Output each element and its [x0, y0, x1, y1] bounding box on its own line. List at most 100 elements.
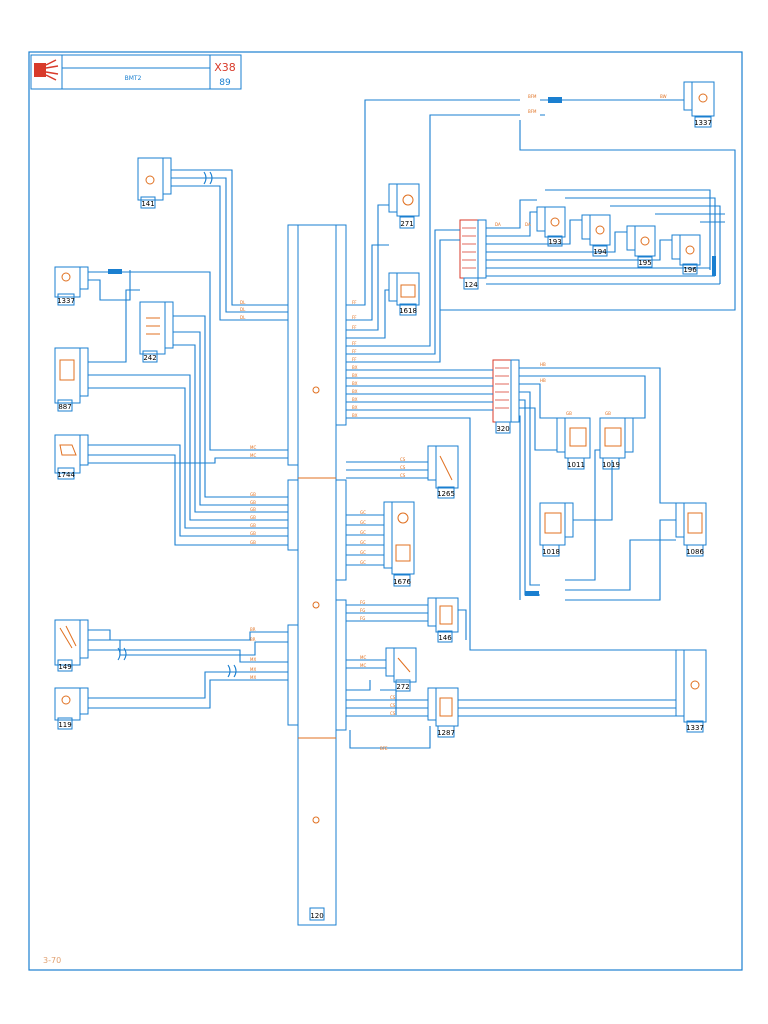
label-124: 124 [464, 281, 478, 289]
svg-text:GC: GC [360, 510, 366, 515]
label-1018: 1018 [542, 548, 560, 556]
label-271: 271 [400, 220, 413, 228]
svg-text:CS: CS [390, 703, 396, 708]
svg-text:BX: BX [352, 373, 358, 378]
svg-text:BFM: BFM [528, 94, 537, 99]
label-194: 194 [593, 248, 607, 256]
component-195 [626, 225, 656, 268]
label-1618: 1618 [399, 307, 417, 315]
label-1019: 1019 [602, 461, 620, 469]
component-272 [385, 647, 417, 692]
svg-text:MC: MC [250, 453, 256, 458]
svg-text:DL: DL [240, 315, 246, 320]
label-1744: 1744 [57, 471, 75, 479]
sheet-frame [28, 51, 743, 971]
label-1011: 1011 [567, 461, 585, 469]
svg-text:DL: DL [240, 300, 246, 305]
component-119 [54, 687, 89, 730]
component-146 [427, 597, 459, 643]
svg-text:BR: BR [250, 637, 256, 642]
component-1618 [388, 272, 420, 316]
label-320: 320 [496, 425, 509, 433]
svg-text:HB: HB [540, 362, 546, 367]
svg-text:GB: GB [250, 492, 256, 497]
page-number: 3-70 [43, 956, 61, 965]
label-193: 193 [548, 238, 561, 246]
component-1744 [54, 434, 89, 480]
svg-text:GC: GC [360, 520, 366, 525]
title-block: BMT2 X38 89 [30, 54, 242, 90]
component-1011 [556, 417, 591, 470]
label-119: 119 [58, 721, 71, 729]
svg-text:GC: GC [360, 530, 366, 535]
svg-text:FF: FF [352, 300, 357, 305]
component-242 [139, 301, 174, 363]
component-1287 [427, 687, 459, 738]
label-195: 195 [638, 259, 651, 267]
svg-text:FF: FF [352, 325, 357, 330]
component-1019 [599, 417, 634, 470]
svg-text:GB: GB [250, 507, 256, 512]
svg-text:MC: MC [360, 663, 366, 668]
component-887 [54, 347, 89, 412]
svg-text:GB: GB [250, 500, 256, 505]
label-1086: 1086 [686, 548, 704, 556]
svg-text:GC: GC [360, 540, 366, 545]
svg-text:BR: BR [250, 627, 256, 632]
label-1337-right: 1337 [686, 724, 704, 732]
svg-text:GB: GB [250, 531, 256, 536]
component-194 [581, 214, 611, 257]
label-1287: 1287 [437, 729, 455, 737]
svg-text:GB: GB [250, 540, 256, 545]
title-code: X38 [214, 61, 236, 74]
label-272: 272 [396, 683, 409, 691]
svg-text:CS: CS [390, 695, 396, 700]
component-1337-top [683, 81, 715, 128]
svg-text:FF: FF [352, 315, 357, 320]
central-unit-120 [287, 224, 347, 926]
svg-text:GB: GB [250, 523, 256, 528]
svg-text:BX: BX [352, 365, 358, 370]
label-149: 149 [58, 663, 71, 671]
connector-124 [459, 219, 487, 290]
svg-text:MC: MC [360, 655, 366, 660]
svg-text:MX: MX [250, 675, 256, 680]
label-1265: 1265 [437, 490, 455, 498]
svg-text:BX: BX [352, 381, 358, 386]
svg-text:FF: FF [352, 357, 357, 362]
label-120: 120 [310, 912, 323, 920]
svg-text:FF: FF [352, 341, 357, 346]
component-1337-left [54, 266, 89, 306]
component-141 [137, 157, 172, 209]
label-1337-top: 1337 [694, 119, 712, 127]
component-196 [671, 234, 701, 275]
label-887: 887 [58, 403, 71, 411]
label-196: 196 [683, 266, 697, 274]
svg-text:CS: CS [400, 473, 406, 478]
label-1337-left: 1337 [57, 297, 75, 305]
label-141: 141 [141, 200, 154, 208]
label-1676: 1676 [393, 578, 411, 586]
svg-text:DL: DL [240, 307, 246, 312]
svg-text:CS: CS [400, 457, 406, 462]
component-149 [54, 619, 89, 672]
component-1265 [427, 445, 459, 499]
title-sheet: 89 [219, 78, 231, 88]
svg-text:BX: BX [352, 389, 358, 394]
label-146: 146 [438, 634, 452, 642]
component-271 [388, 183, 420, 229]
component-1337-right [675, 649, 707, 733]
svg-text:DA: DA [525, 222, 531, 227]
connector-320 [492, 359, 520, 434]
svg-text:BX: BX [352, 405, 358, 410]
svg-text:GB: GB [250, 515, 256, 520]
svg-text:MX: MX [250, 667, 256, 672]
svg-text:MC: MC [250, 445, 256, 450]
svg-text:GB: GB [605, 411, 611, 416]
svg-text:FG: FG [360, 616, 365, 621]
svg-text:FF: FF [352, 349, 357, 354]
svg-text:HB: HB [540, 378, 546, 383]
label-242: 242 [143, 354, 156, 362]
svg-text:BX: BX [352, 413, 358, 418]
